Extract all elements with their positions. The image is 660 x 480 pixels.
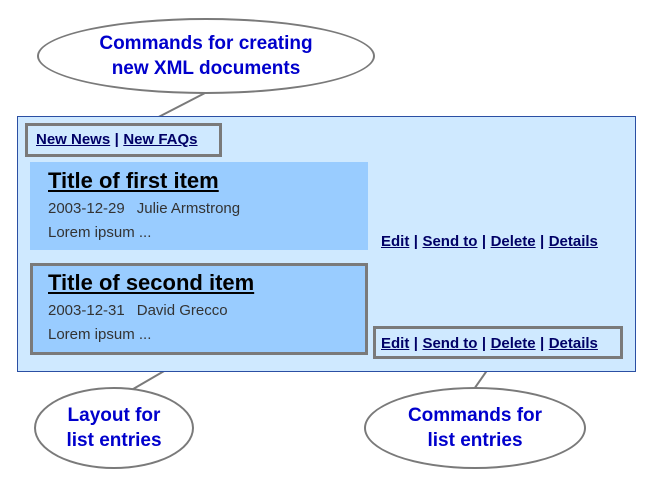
separator: | (481, 233, 487, 250)
item-title-link[interactable]: Title of first item (48, 168, 219, 193)
separator: | (413, 335, 418, 352)
separator: | (413, 233, 418, 250)
send-to-link[interactable]: Send to (422, 233, 478, 250)
create-commands-highlight (25, 123, 222, 157)
callout-create-commands-line2: new XML documents (111, 58, 301, 79)
item-body: Lorem ipsum ... (48, 326, 152, 343)
separator: | (481, 335, 487, 352)
delete-link[interactable]: Delete (490, 335, 536, 352)
separator: | (114, 131, 119, 148)
callout-layout: Layout for list entries (34, 387, 194, 469)
item-meta: 2003-12-29 Julie Armstrong (48, 200, 240, 217)
callout-list-commands: Commands for list entries (364, 387, 586, 469)
item-author: David Grecco (136, 302, 228, 319)
new-faqs-link[interactable]: New FAQs (123, 131, 198, 148)
callout-list-commands-line2: list entries (427, 430, 523, 451)
item-body: Lorem ipsum ... (48, 224, 152, 241)
item-title-link[interactable]: Title of second item (48, 270, 255, 295)
callout-create-commands-line1: Commands for creating (99, 33, 313, 54)
separator: | (540, 335, 545, 352)
item-meta: 2003-12-31 David Grecco (48, 302, 228, 319)
callout-layout-line2: list entries (66, 430, 162, 451)
callout-list-commands-line1: Commands for (407, 405, 543, 426)
details-link[interactable]: Details (548, 233, 598, 250)
send-to-link[interactable]: Send to (422, 335, 478, 352)
separator: | (540, 233, 545, 250)
item-date: 2003-12-31 (48, 302, 125, 319)
item-author: Julie Armstrong (136, 200, 241, 217)
edit-link[interactable]: Edit (381, 335, 410, 352)
list-item: Title of first item 2003-12-29 Julie Arms… (30, 162, 368, 250)
callout-create-commands: Commands for creating new XML documents (37, 18, 375, 94)
entry-commands-highlight (373, 326, 623, 359)
callout-layout-line1: Layout for (67, 405, 161, 426)
item-date: 2003-12-29 (48, 200, 125, 217)
details-link[interactable]: Details (548, 335, 598, 352)
create-commands: New News | New FAQs (36, 131, 198, 149)
new-news-link[interactable]: New News (36, 131, 111, 148)
delete-link[interactable]: Delete (490, 233, 536, 250)
entry-commands: Edit | Send to | Delete | Details (381, 233, 598, 251)
entry-commands: Edit | Send to | Delete | Details (381, 335, 598, 353)
edit-link[interactable]: Edit (381, 233, 410, 250)
list-item: Title of second item 2003-12-31 David Gre… (30, 263, 368, 355)
